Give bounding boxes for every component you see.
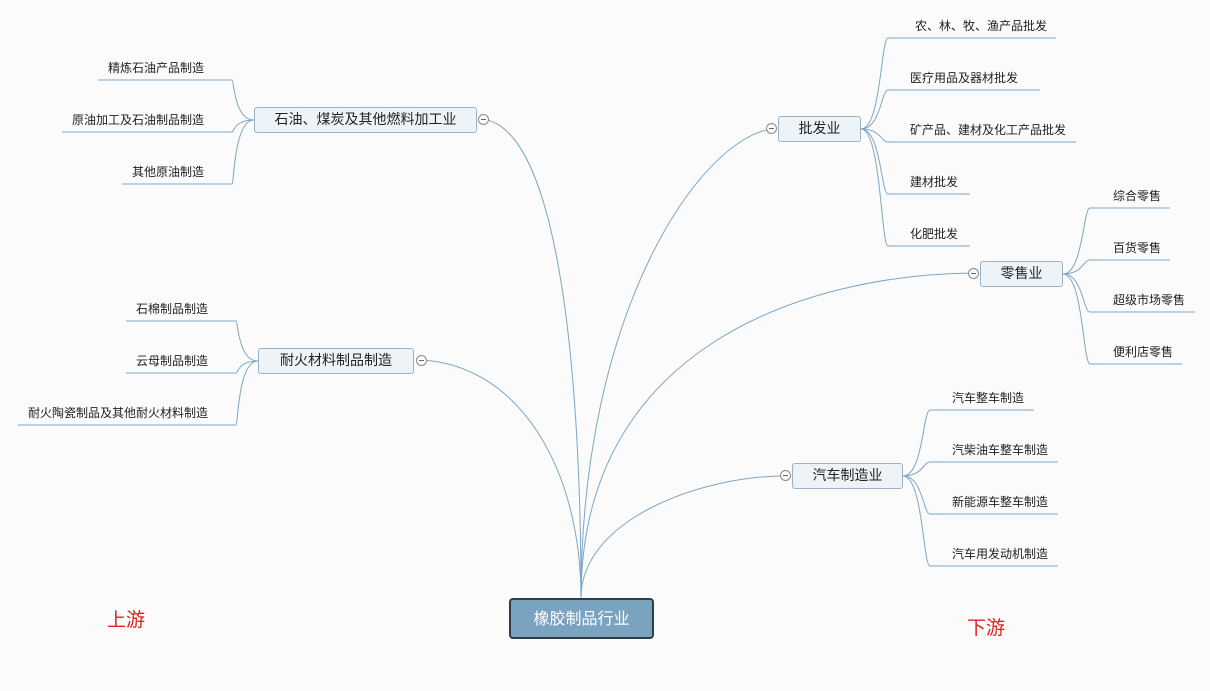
branch-node-refractory[interactable]: 耐火材料制品制造 — [258, 348, 414, 374]
branch-node-wholesale[interactable]: 批发业 — [778, 116, 861, 142]
collapse-petroleum-icon[interactable] — [478, 114, 489, 125]
petroleum-leaf-curve-2 — [231, 119, 255, 133]
collapse-refractory-icon[interactable] — [416, 355, 427, 366]
retail-leaf-curve-1 — [1062, 207, 1091, 275]
leaf-wholesale-2[interactable]: 医疗用品及器材批发 — [910, 71, 1019, 85]
leaf-retail-3[interactable]: 超级市场零售 — [1113, 293, 1186, 307]
connector-root-retail — [580, 272, 974, 599]
wholesale-leaf-curve-4 — [860, 128, 889, 195]
root-node[interactable]: 橡胶制品行业 — [509, 598, 654, 639]
wholesale-leaf-curve-5 — [860, 128, 889, 247]
upstream-label: 上游 — [107, 609, 146, 631]
leaf-petroleum-1[interactable]: 精炼石油产品制造 — [108, 61, 205, 75]
connector-root-wholesale — [580, 128, 772, 599]
leaf-wholesale-5[interactable]: 化肥批发 — [910, 227, 959, 241]
refractory-leaf-curve-2 — [235, 360, 259, 374]
retail-leaf-curve-3 — [1062, 273, 1091, 313]
downstream-label: 下游 — [967, 617, 1006, 639]
collapse-retail-icon[interactable] — [968, 268, 979, 279]
leaf-retail-4[interactable]: 便利店零售 — [1113, 345, 1174, 359]
wholesale-leaf-curve-1 — [860, 37, 889, 130]
refractory-leaf-curve-1 — [235, 320, 259, 362]
wholesale-leaf-curve-3 — [860, 128, 889, 143]
branch-node-petroleum[interactable]: 石油、煤炭及其他燃料加工业 — [254, 107, 477, 133]
retail-leaf-curve-2 — [1062, 259, 1091, 275]
leaf-petroleum-3[interactable]: 其他原油制造 — [132, 165, 205, 179]
leaf-retail-2[interactable]: 百货零售 — [1113, 241, 1162, 255]
connector-root-refractory — [420, 359, 582, 599]
leaf-refractory-3[interactable]: 耐火陶瓷制品及其他耐火材料制造 — [28, 406, 209, 420]
collapse-wholesale-icon[interactable] — [766, 123, 777, 134]
auto-leaf-curve-3 — [902, 475, 931, 515]
leaf-auto-4[interactable]: 汽车用发动机制造 — [952, 547, 1049, 561]
leaf-refractory-2[interactable]: 云母制品制造 — [136, 354, 209, 368]
leaf-wholesale-3[interactable]: 矿产品、建材及化工产品批发 — [910, 123, 1067, 137]
connector-root-auto — [580, 475, 786, 599]
branch-node-auto[interactable]: 汽车制造业 — [792, 463, 903, 489]
leaf-retail-1[interactable]: 综合零售 — [1113, 189, 1162, 203]
leaf-refractory-1[interactable]: 石棉制品制造 — [136, 302, 209, 316]
refractory-leaf-curve-3 — [235, 360, 259, 426]
connector-root-petroleum — [482, 118, 582, 599]
leaf-wholesale-4[interactable]: 建材批发 — [910, 175, 959, 189]
leaf-petroleum-2[interactable]: 原油加工及石油制品制造 — [72, 113, 205, 127]
auto-leaf-curve-4 — [902, 475, 931, 567]
leaf-wholesale-1[interactable]: 农、林、牧、渔产品批发 — [915, 19, 1048, 33]
collapse-auto-icon[interactable] — [780, 470, 791, 481]
branch-node-retail[interactable]: 零售业 — [980, 261, 1063, 287]
petroleum-leaf-curve-3 — [231, 119, 255, 185]
leaf-auto-3[interactable]: 新能源车整车制造 — [952, 495, 1049, 509]
leaf-auto-2[interactable]: 汽柴油车整车制造 — [952, 443, 1049, 457]
petroleum-leaf-curve-1 — [231, 79, 255, 121]
wholesale-leaf-curve-2 — [860, 89, 889, 130]
auto-leaf-curve-1 — [902, 409, 931, 477]
retail-leaf-curve-4 — [1062, 273, 1091, 365]
leaf-auto-1[interactable]: 汽车整车制造 — [952, 391, 1025, 405]
auto-leaf-curve-2 — [902, 461, 931, 477]
